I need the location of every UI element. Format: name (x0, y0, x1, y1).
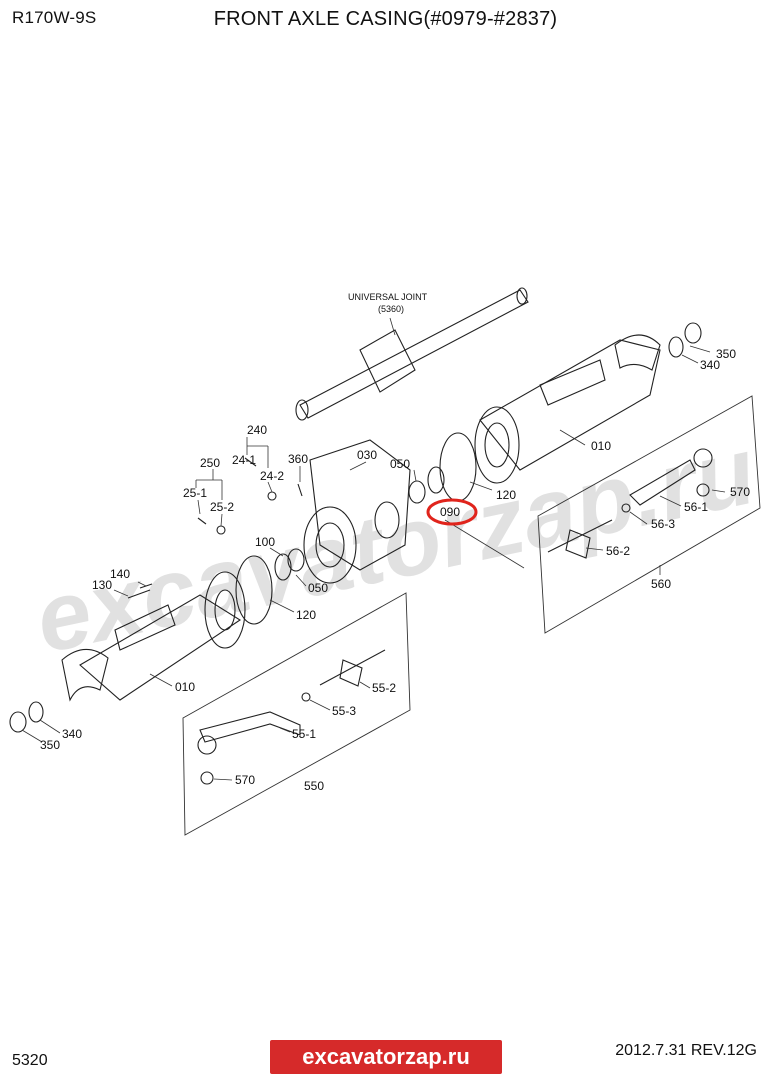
revision-label: 2012.7.31 REV.12G (615, 1042, 757, 1059)
callout-56-2: 56-2 (606, 544, 630, 558)
bushing-right (668, 336, 684, 358)
callout-120-left: 120 (296, 608, 316, 622)
tie-rod-box-right (537, 395, 761, 634)
adjust-sleeve-right (565, 529, 591, 559)
o-ring-left (235, 555, 273, 625)
seal-left (9, 711, 27, 733)
callout-55-1: 55-1 (292, 727, 316, 741)
callout-570-right: 570 (730, 485, 750, 499)
ball-joint-right (693, 448, 713, 468)
callout-360: 360 (288, 452, 308, 466)
callout-340-right: 340 (700, 358, 720, 372)
page-number: 5320 (12, 1052, 48, 1069)
tie-rod-right (547, 519, 613, 553)
axle-casing-left (61, 571, 246, 702)
callout-250: 250 (200, 456, 220, 470)
callout-25-2: 25-2 (210, 500, 234, 514)
shim-left (274, 553, 292, 581)
callout-56-3: 56-3 (651, 517, 675, 531)
leader-lines (21, 345, 726, 781)
seal-right (684, 322, 702, 344)
callout-55-3: 55-3 (332, 704, 356, 718)
castle-nut-right (696, 483, 710, 497)
callout-570-left: 570 (235, 773, 255, 787)
model-label: R170W-9S (12, 8, 97, 27)
castle-nut-left (200, 771, 214, 785)
ball-joint-left (197, 735, 217, 755)
callout-350-right: 350 (716, 347, 736, 361)
bearing-left (287, 548, 305, 572)
highlight-ring (426, 498, 478, 526)
universal-joint-name: UNIVERSAL JOINT (348, 292, 428, 302)
callout-090: 090 (440, 505, 460, 519)
bolt-360 (297, 483, 303, 497)
bolt-130 (127, 589, 151, 599)
callout-130: 130 (92, 578, 112, 592)
nut-right (621, 503, 631, 513)
callout-25-1: 25-1 (183, 486, 207, 500)
callout-24-1: 24-1 (232, 453, 256, 467)
callout-24-2: 24-2 (260, 469, 284, 483)
page-title: FRONT AXLE CASING(#0979-#2837) (213, 8, 558, 30)
callout-55-2: 55-2 (372, 681, 396, 695)
watermark-text: excavatorzap.ru (27, 417, 764, 674)
callout-550: 550 (304, 779, 324, 793)
plug-25-1 (197, 517, 207, 525)
nut-left (301, 692, 311, 702)
callout-120-right: 120 (496, 488, 516, 502)
adjust-sleeve-left (339, 659, 363, 687)
bearing-right (408, 480, 426, 504)
plug-24-1 (244, 457, 257, 467)
callout-010-left: 010 (175, 680, 195, 694)
shim-right (427, 466, 445, 494)
tie-rod-box-left (182, 592, 411, 836)
callout-100: 100 (255, 535, 275, 549)
o-ring-24-2 (267, 491, 277, 501)
callout-240: 240 (247, 423, 267, 437)
callout-050-left: 050 (308, 581, 328, 595)
callout-010-right: 010 (591, 439, 611, 453)
tie-rod-left (319, 649, 386, 686)
callout-050-top: 050 (390, 457, 410, 471)
callout-140: 140 (110, 567, 130, 581)
callout-030: 030 (357, 448, 377, 462)
tie-rod-end-left (199, 711, 301, 743)
universal-joint-code: (5360) (378, 304, 404, 314)
universal-joint-shaft (295, 287, 529, 421)
callout-560: 560 (651, 577, 671, 591)
callout-350-left: 350 (40, 738, 60, 752)
axle-casing-right (474, 334, 661, 484)
differential-housing (303, 439, 411, 584)
callout-340-left: 340 (62, 727, 82, 741)
bushing-left (28, 701, 44, 723)
tie-rod-end-right (629, 459, 696, 506)
callout-56-1: 56-1 (684, 500, 708, 514)
brand-link[interactable]: excavatorzap.ru (270, 1040, 502, 1074)
